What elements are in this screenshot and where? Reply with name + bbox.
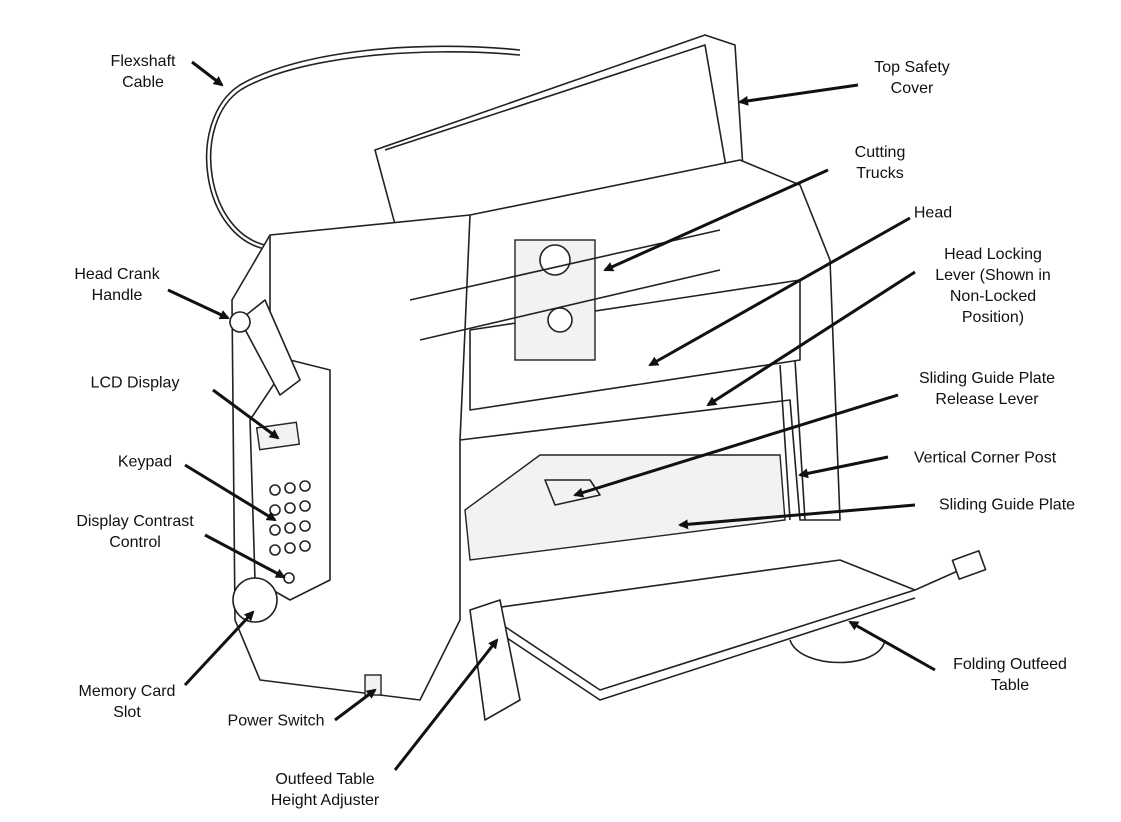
contrast-knob-drawing xyxy=(283,572,295,584)
label-head-locking-lever: Head Locking Lever (Shown in Non-Locked … xyxy=(935,246,1051,326)
keypad-drawing xyxy=(269,480,311,556)
flexshaft-cable-drawing xyxy=(205,45,521,251)
vertical-corner-post-drawing xyxy=(779,359,806,521)
sliding-guide-plate-drawing xyxy=(464,454,786,561)
label-lcd-display: LCD Display xyxy=(90,374,180,392)
arrow-keypad xyxy=(184,463,277,522)
label-outfeed-table-height-adjuster: Outfeed Table Height Adjuster xyxy=(270,771,380,809)
crank-handle-drawing xyxy=(239,299,301,396)
arrow-head-crank-handle xyxy=(167,288,230,320)
arrow-top-safety-cover xyxy=(738,83,859,106)
label-head: Head xyxy=(913,204,953,222)
label-keypad: Keypad xyxy=(117,453,173,471)
arrow-vertical-corner-post xyxy=(798,455,889,479)
arrow-sliding-guide-plate xyxy=(678,503,916,530)
arrow-power-switch xyxy=(334,688,377,722)
label-flexshaft-cable: Flexshaft Cable xyxy=(110,53,176,91)
label-power-switch: Power Switch xyxy=(227,712,325,730)
label-vertical-corner-post: Vertical Corner Post xyxy=(913,449,1057,467)
label-folding-outfeed-table: Folding Outfeed Table xyxy=(953,656,1067,694)
memory-card-slot-drawing xyxy=(232,577,278,623)
arrow-outfeed-height-adjuster xyxy=(393,638,499,771)
arrow-lcd-display xyxy=(212,388,280,440)
arrow-head-locking-lever xyxy=(706,270,916,407)
label-memory-card-slot: Memory Card Slot xyxy=(78,683,176,721)
leader-arrows xyxy=(167,60,936,771)
arrow-cutting-trucks xyxy=(603,168,829,272)
arrow-display-contrast xyxy=(204,533,286,579)
label-head-crank-handle: Head Crank Handle xyxy=(74,266,160,304)
label-top-safety-cover: Top Safety Cover xyxy=(874,59,950,97)
arrow-folding-outfeed-table xyxy=(848,620,936,672)
label-sliding-guide-plate-release-lever: Sliding Guide Plate Release Lever xyxy=(918,370,1056,408)
label-display-contrast-control: Display Contrast Control xyxy=(76,513,194,551)
label-cutting-trucks: Cutting Trucks xyxy=(854,144,906,182)
machine-body xyxy=(231,159,841,701)
label-sliding-guide-plate: Sliding Guide Plate xyxy=(938,496,1076,514)
arrow-memory-card-slot xyxy=(183,610,255,687)
arrow-flexshaft-cable xyxy=(191,60,224,87)
arrow-head xyxy=(648,216,911,367)
folding-outfeed-table-drawing xyxy=(479,559,916,691)
arrow-release-lever xyxy=(573,393,899,498)
